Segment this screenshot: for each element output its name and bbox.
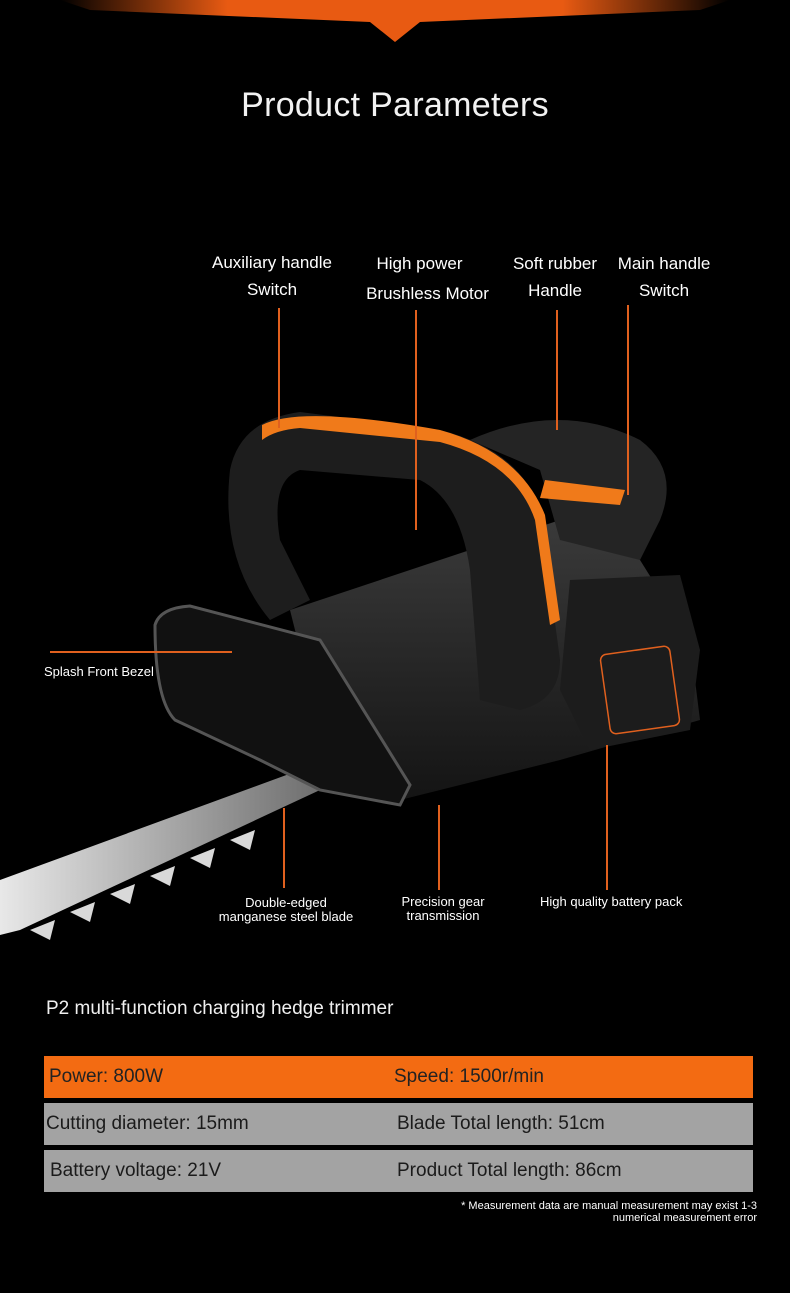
callout-line-1: High power bbox=[376, 254, 463, 273]
callout-line-2: transmission bbox=[406, 908, 480, 923]
leader-line-main-handle bbox=[627, 305, 629, 495]
callout-line-1: Double-edged bbox=[245, 895, 327, 910]
callout-line-2: Switch bbox=[638, 281, 690, 300]
spec-cutting-diameter: Cutting diameter: 15mm bbox=[46, 1113, 249, 1134]
callout-bezel: Splash Front Bezel bbox=[44, 664, 154, 679]
product-subtitle: P2 multi-function charging hedge trimmer bbox=[46, 998, 394, 1019]
callout-battery: High quality battery pack bbox=[540, 894, 683, 909]
measurement-footnote: * Measurement data are manual measuremen… bbox=[461, 1200, 757, 1224]
leader-line-motor bbox=[415, 310, 417, 530]
hedge-trimmer-illustration bbox=[0, 412, 700, 940]
spec-power: Power: 800W bbox=[49, 1066, 164, 1087]
leader-line-gear bbox=[438, 805, 440, 890]
leader-line-bezel bbox=[50, 651, 232, 653]
callout-gear: Precision gear transmission bbox=[385, 895, 501, 923]
callout-line-1: Auxiliary handle bbox=[211, 253, 332, 272]
spec-speed: Speed: 1500r/min bbox=[394, 1066, 544, 1087]
leader-line-blade bbox=[283, 808, 285, 888]
callout-line-2: Handle bbox=[528, 281, 582, 300]
footnote-line-1: * Measurement data are manual measuremen… bbox=[461, 1200, 757, 1212]
leader-line-aux-handle bbox=[278, 308, 280, 428]
callout-line-2: Switch bbox=[246, 280, 298, 299]
callout-line-1: Soft rubber bbox=[512, 254, 598, 273]
callout-main-handle: Main handle Switch bbox=[606, 250, 722, 304]
spec-total-length: Product Total length: 86cm bbox=[397, 1160, 622, 1181]
callout-auxiliary-handle: Auxiliary handle Switch bbox=[196, 249, 348, 303]
top-orange-banner bbox=[60, 0, 730, 42]
spec-blade-length: Blade Total length: 51cm bbox=[397, 1113, 605, 1134]
spec-row-power-speed: Power: 800W Speed: 1500r/min bbox=[44, 1056, 753, 1098]
callout-line-1: Precision gear bbox=[401, 894, 485, 909]
leader-line-rubber-handle bbox=[556, 310, 558, 430]
spec-battery-voltage: Battery voltage: 21V bbox=[50, 1160, 222, 1181]
spec-row-cutting-blade: Cutting diameter: 15mm Blade Total lengt… bbox=[44, 1103, 753, 1145]
callout-rubber-handle: Soft rubber Handle bbox=[500, 250, 610, 304]
footnote-line-2: numerical measurement error bbox=[612, 1212, 757, 1224]
callout-motor: High power Brushless Motor bbox=[355, 250, 500, 307]
callout-line-1: Main handle bbox=[617, 254, 711, 273]
spec-row-battery-length: Battery voltage: 21V Product Total lengt… bbox=[44, 1150, 753, 1192]
callout-line-2: manganese steel blade bbox=[218, 909, 354, 924]
page-title: Product Parameters bbox=[241, 86, 549, 124]
leader-line-battery bbox=[606, 745, 608, 890]
callout-blade: Double-edged manganese steel blade bbox=[200, 896, 372, 924]
callout-line-2: Brushless Motor bbox=[366, 284, 489, 303]
